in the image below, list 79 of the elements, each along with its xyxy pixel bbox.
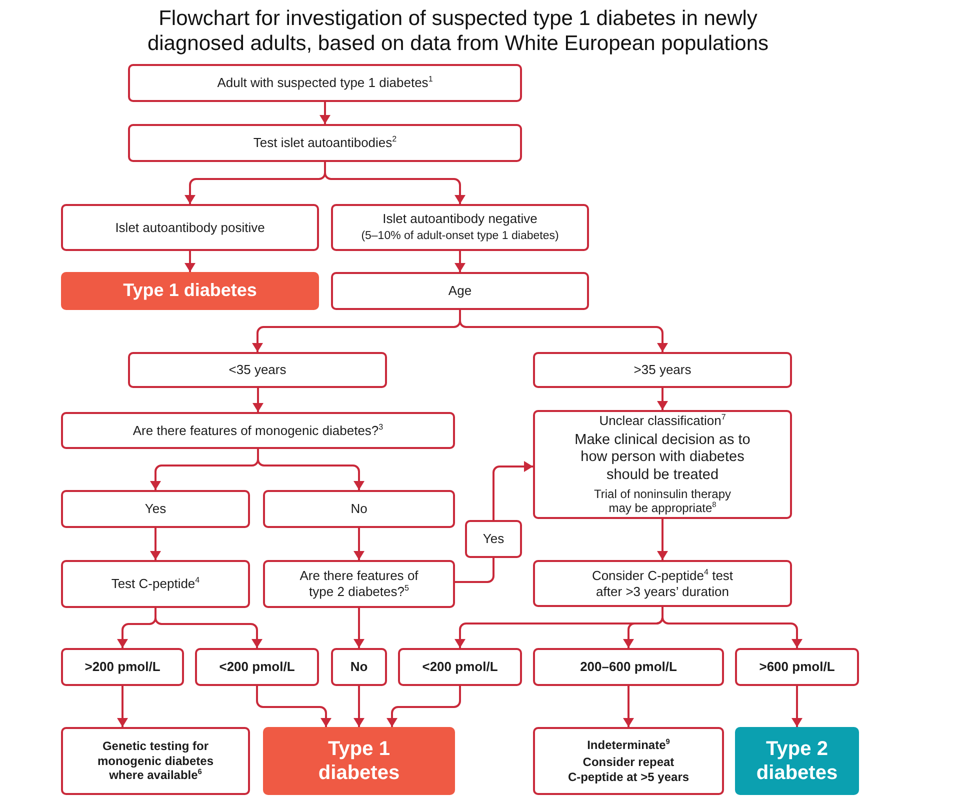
box-label: Test C-peptide$^{4}$	[111, 576, 200, 592]
process-box	[61, 648, 184, 686]
box-label: >200 pmol/L	[84, 659, 160, 675]
process-box	[61, 412, 455, 449]
process-box	[128, 352, 387, 388]
process-box	[735, 648, 859, 686]
process-box	[128, 64, 522, 102]
arrow	[459, 310, 668, 352]
connector-line	[455, 558, 494, 583]
process-box	[61, 727, 250, 795]
arrow	[257, 449, 364, 490]
process-box	[61, 560, 250, 608]
arrow	[117, 686, 128, 727]
process-box	[533, 352, 792, 388]
box-label: <200 pmol/L	[422, 659, 498, 675]
process-box	[61, 204, 319, 251]
title: Flowchart for investigation of suspected type 1 diabetes in newly diagnosed adults, based on data from White European populations	[146, 6, 770, 56]
process-box	[263, 560, 455, 608]
arrow	[792, 686, 802, 727]
box-label: Test islet autoantibodies$^{2}$	[253, 135, 397, 151]
process-box	[533, 727, 724, 795]
arrow	[386, 686, 461, 727]
arrow	[354, 528, 364, 560]
process-box	[128, 124, 522, 162]
process-box	[263, 490, 455, 528]
box-label: Indeterminate$^{9}$	[587, 738, 670, 752]
box-label: <200 pmol/L	[219, 659, 295, 675]
box-label: Islet autoantibody positive	[115, 220, 265, 236]
arrow	[252, 388, 264, 412]
box-label: Are there features of type 2 diabetes?$^{5}$	[298, 568, 420, 600]
arrow	[154, 608, 262, 648]
process-box	[331, 648, 387, 686]
box-label: (5–10% of adult-onset type 1 diabetes)	[361, 230, 559, 244]
arrow	[354, 686, 364, 727]
diagnosis-box	[263, 727, 455, 795]
box-label: Consider repeat C-peptide at >5 years	[566, 755, 690, 784]
process-box	[533, 648, 724, 686]
arrow	[492, 461, 533, 520]
box-label: Type 2 diabetes	[755, 737, 839, 785]
box-label: No	[350, 501, 368, 517]
box-label: Adult with suspected type 1 diabetes$^{1}$	[217, 75, 433, 91]
process-box	[61, 490, 250, 528]
arrow	[320, 102, 330, 124]
diagnosis-box	[61, 272, 319, 310]
process-box	[195, 648, 319, 686]
box-label: Yes	[482, 531, 504, 547]
process-box	[331, 272, 589, 310]
box-label: Type 1 diabetes	[317, 737, 401, 785]
box-label: No	[350, 659, 368, 675]
box-label: Are there features of monogenic diabetes?$^{3}$	[132, 422, 384, 438]
box-label: Yes	[144, 501, 166, 517]
box-label: Make clinical decision as to how person with diabetes should be treated	[574, 432, 752, 484]
arrow	[256, 686, 332, 727]
box-label: Type 1 diabetes	[123, 280, 257, 302]
arrow	[657, 388, 668, 410]
box-label: >600 pmol/L	[759, 659, 835, 675]
arrow	[662, 607, 802, 648]
arrow	[324, 162, 466, 204]
box-label: Unclear classification$^{7}$	[599, 413, 726, 429]
box-label: Age	[448, 283, 472, 299]
box-label: <35 years	[228, 362, 286, 378]
box-label: >35 years	[634, 362, 692, 378]
process-box	[398, 648, 522, 686]
arrow	[150, 528, 161, 560]
arrow	[354, 608, 364, 648]
process-box	[465, 520, 522, 558]
arrow	[454, 251, 466, 272]
process-box	[331, 204, 589, 251]
arrow	[657, 519, 668, 560]
arrow	[184, 251, 196, 272]
process-box	[533, 410, 792, 519]
process-box	[533, 560, 792, 607]
box-label: Consider C-peptide$^{4}$ test after >3 years’ duration	[590, 568, 734, 600]
box-label: Islet autoantibody negative	[382, 211, 538, 227]
box-label: Genetic testing for monogenic diabetes where available$^{6}$	[96, 739, 215, 783]
box-label: 200–600 pmol/L	[580, 659, 677, 675]
diagnosis-box	[735, 727, 859, 795]
box-label: Trial of noninsulin therapy may be appropriate$^{8}$	[592, 486, 732, 516]
arrow	[623, 686, 634, 727]
